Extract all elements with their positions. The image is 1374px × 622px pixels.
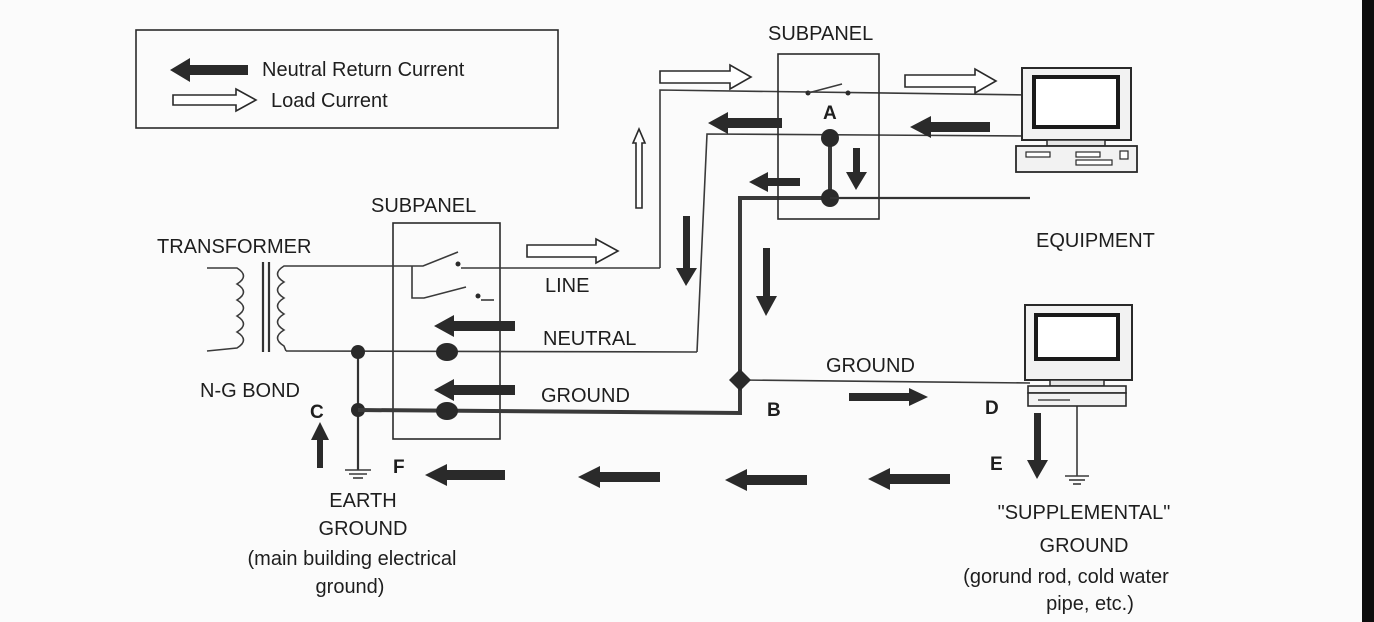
supplemental-ground-label-line1: "SUPPLEMENTAL" [998, 502, 1171, 524]
neutral-conductor-route [696, 133, 1031, 353]
subpanel-top-box [777, 53, 880, 220]
return-arrow-neutral-down [676, 216, 697, 286]
return-arrow-subpanel-neutral [708, 112, 782, 134]
return-arrow-from-equipment [910, 116, 990, 138]
computer-top-icon [1015, 67, 1138, 173]
ground-label-left: GROUND [541, 385, 630, 407]
earth-ground-label-line4: ground) [316, 576, 385, 598]
legend-neutral-arrow [170, 58, 248, 82]
return-arrow-subpanel-down [846, 148, 867, 190]
transformer-label: TRANSFORMER [157, 236, 311, 258]
top-breaker-contact-right [845, 90, 851, 96]
equipment-label: EQUIPMENT [1036, 230, 1155, 252]
breaker-upper-contact [455, 261, 461, 267]
load-arrow-up [631, 126, 647, 209]
neutral-bus-terminal [436, 343, 458, 361]
breaker-lower-contact [475, 293, 481, 299]
return-arrow-neutral [434, 315, 515, 337]
computer-bottom-icon [1024, 304, 1133, 407]
ng-bond-node-neutral [351, 345, 365, 359]
earth-ground-symbol [345, 469, 371, 479]
return-arrow-ground [434, 379, 515, 401]
transformer-secondary-coil [276, 265, 300, 352]
supplemental-ground-label-line2: GROUND [1040, 535, 1129, 557]
return-arrow-subpanel-ground [749, 172, 800, 192]
earth-ground-label-line2: GROUND [319, 518, 408, 540]
ground-bus-terminal [436, 402, 458, 420]
return-arrow-earth-3 [578, 466, 660, 488]
neutral-label: NEUTRAL [543, 328, 636, 350]
return-arrow-to-earth [1027, 413, 1048, 479]
breaker-upper-blade [300, 251, 459, 267]
return-arrow-earth-1 [868, 468, 950, 490]
top-breaker-blade [807, 83, 843, 94]
top-neutral-terminal [821, 129, 839, 147]
point-b-label: B [767, 400, 781, 421]
supplemental-ground-label-line3: (gorund rod, cold water [963, 566, 1169, 588]
node-b [729, 369, 751, 391]
point-d-label: D [985, 398, 999, 419]
point-a-label: A [823, 103, 837, 124]
ng-bond-label: N-G BOND [200, 380, 300, 402]
point-f-label: F [393, 457, 405, 478]
neutral-conductor-left [285, 350, 698, 353]
ground-conductor-to-d [739, 379, 1031, 384]
load-arrow-to-equipment [904, 67, 998, 95]
return-arrow-earth-2 [725, 469, 807, 491]
subpanel-left-label: SUBPANEL [371, 195, 476, 217]
load-arrow-line [526, 237, 620, 265]
supplemental-ground-symbol [1065, 475, 1089, 485]
legend-load-label: Load Current [271, 90, 388, 112]
legend-load-arrow [172, 87, 258, 113]
subpanel-left: SUBPANEL [300, 195, 660, 440]
subpanel-top-label: SUBPANEL [768, 23, 873, 45]
earth-ground-label-line3: (main building electrical [248, 548, 457, 570]
ground-conductor-main [357, 196, 830, 416]
point-e-label: E [990, 454, 1003, 475]
return-arrow-to-c [311, 422, 329, 468]
line-label: LINE [545, 275, 589, 297]
return-arrow-earth-4 [425, 464, 505, 486]
point-c-label: C [310, 402, 324, 423]
supplemental-ground-label-line4: pipe, etc.) [1046, 593, 1134, 615]
scan-edge [1362, 0, 1374, 622]
return-arrow-ground-to-d [849, 388, 928, 406]
transformer-primary-coil [206, 267, 245, 352]
transformer: TRANSFORMER [157, 236, 311, 352]
earth-ground-label-line1: EARTH [329, 490, 396, 512]
return-arrow-ground-down [756, 248, 777, 316]
ground-label-right: GROUND [826, 355, 915, 377]
breaker-lower-blade [411, 266, 467, 299]
legend-neutral-label: Neutral Return Current [262, 59, 465, 81]
legend-box [135, 29, 559, 129]
legend: Neutral Return Current Load Current [135, 29, 559, 129]
load-arrow-to-subpanel [659, 63, 753, 91]
line-conductor-route [659, 89, 1031, 268]
